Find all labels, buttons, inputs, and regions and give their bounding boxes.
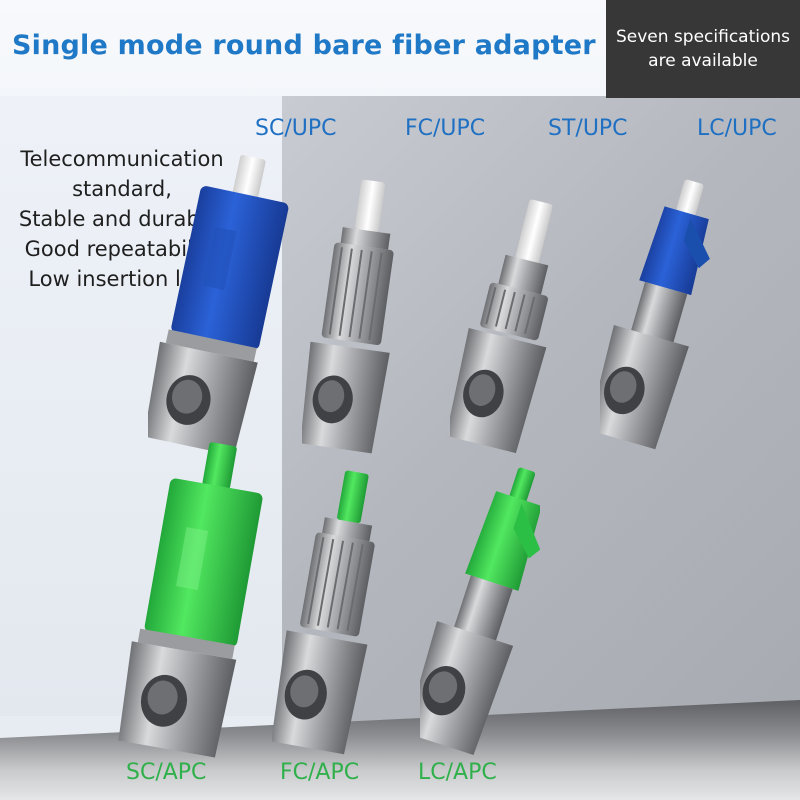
feature-item: Stable and durable, (18, 207, 226, 231)
label-st-upc: ST/UPC (548, 116, 628, 141)
specs-line-1: Seven specifications (615, 27, 791, 47)
feature-list: Telecommunication standard, Stable and d… (4, 144, 240, 294)
fc-upc-connector (302, 180, 394, 454)
feature-item: Telecommunication (20, 147, 224, 171)
specs-line-2: are available (648, 51, 758, 71)
lc-apc-connector (420, 467, 540, 755)
specifications-badge: Seven specifications are available (606, 0, 800, 98)
label-lc-upc: LC/UPC (697, 116, 777, 141)
label-sc-apc: SC/APC (126, 760, 207, 785)
fc-apc-connector (272, 470, 375, 755)
st-upc-connector (450, 199, 553, 454)
sc-apc-connector (118, 442, 263, 758)
feature-item: standard, (72, 177, 172, 201)
label-fc-apc: FC/APC (280, 760, 360, 785)
lc-upc-connector (600, 179, 710, 450)
label-fc-upc: FC/UPC (405, 116, 486, 141)
page-title: Single mode round bare fiber adapter (12, 30, 596, 61)
label-sc-upc: SC/UPC (255, 116, 337, 141)
label-lc-apc: LC/APC (418, 760, 497, 785)
sc-upc-connector (148, 155, 289, 456)
